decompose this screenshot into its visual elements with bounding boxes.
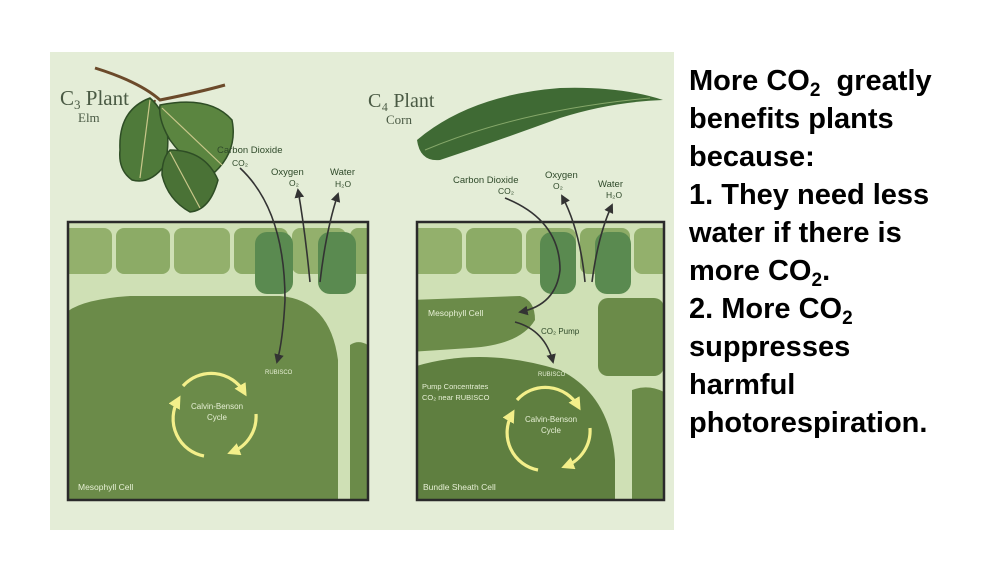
c3-carbon-dioxide-label: Carbon Dioxide bbox=[217, 145, 282, 156]
c3-panel: C3 Plant Elm Carbon Dioxide CO₂ Oxygen O… bbox=[60, 66, 370, 502]
c4-cycle-label-line1: Calvin-Benson bbox=[525, 415, 577, 424]
c4-species: Corn bbox=[386, 112, 413, 127]
c3-rubisco-label: RUBISCO bbox=[265, 370, 293, 376]
c4-h2o-formula: H₂O bbox=[606, 190, 622, 200]
c4-oxygen-arrow bbox=[561, 194, 586, 283]
c3-oxygen-label: Oxygen bbox=[271, 167, 304, 178]
c4-pump-concentrates-line2: CO₂ near RUBISCO bbox=[422, 393, 490, 402]
explanation-line-10: photorespiration. bbox=[689, 407, 928, 439]
c4-mesophyll-label: Mesophyll Cell bbox=[428, 308, 483, 318]
c3-oxygen-arrow bbox=[294, 188, 311, 283]
explanation-line-9: harmful bbox=[689, 369, 796, 401]
explanation-line-7: 2. More CO2 bbox=[689, 293, 853, 329]
c4-cycle-label-line2: Cycle bbox=[541, 426, 562, 435]
c4-leaf-cross-section bbox=[415, 220, 666, 502]
c3-title-rest: Plant bbox=[81, 86, 130, 110]
explanation-text: More CO2 greatly benefits plants because… bbox=[689, 62, 994, 442]
c3-o2-formula: O₂ bbox=[289, 178, 299, 188]
explanation-line-6: more CO2. bbox=[689, 255, 831, 291]
c3-title-main: C bbox=[60, 86, 74, 110]
explanation-line-1: More CO2 greatly bbox=[689, 65, 932, 101]
c3-h2o-formula: H₂O bbox=[335, 179, 351, 189]
c3-water-arrow bbox=[319, 192, 341, 283]
c3-cycle-label-line2: Cycle bbox=[207, 413, 228, 422]
c4-co2-pump-label: CO₂ Pump bbox=[541, 327, 580, 336]
c3-co2-formula: CO₂ bbox=[232, 158, 248, 168]
elm-leaves-illustration bbox=[94, 66, 234, 213]
c3-cycle-label-line1: Calvin-Benson bbox=[191, 402, 243, 411]
c4-panel: C₄ Plant Corn Carbon Dioxide CO₂ Oxygen … bbox=[368, 87, 666, 502]
c4-water-arrow bbox=[591, 203, 614, 283]
c3-leaf-cross-section bbox=[66, 220, 370, 502]
c4-co2-arrow bbox=[504, 197, 561, 316]
c3-title: C3 Plant bbox=[60, 86, 129, 112]
corn-leaf-illustration bbox=[417, 87, 663, 161]
explanation-line-2: benefits plants bbox=[689, 103, 894, 135]
c3-co2-arrow bbox=[239, 167, 286, 364]
explanation-line-5: water if there is bbox=[689, 217, 902, 249]
c4-title: C₄ Plant bbox=[368, 90, 435, 112]
explanation-line-3: because: bbox=[689, 141, 815, 173]
c4-o2-formula: O₂ bbox=[553, 181, 563, 191]
c4-co2-formula: CO₂ bbox=[498, 186, 514, 196]
c3-water-label: Water bbox=[330, 167, 355, 178]
c4-cell-label: Bundle Sheath Cell bbox=[423, 482, 496, 492]
explanation-line-4: 1. They need less bbox=[689, 179, 930, 211]
c4-water-label: Water bbox=[598, 179, 623, 190]
c4-rubisco-label: RUBISCO bbox=[538, 372, 566, 378]
c3-title-sub: 3 bbox=[74, 97, 81, 112]
c4-pump-concentrates-line1: Pump Concentrates bbox=[422, 382, 489, 391]
c3-cell-label: Mesophyll Cell bbox=[78, 482, 133, 492]
c4-calvin-cycle bbox=[502, 385, 592, 472]
c4-oxygen-label: Oxygen bbox=[545, 170, 578, 181]
c4-carbon-dioxide-label: Carbon Dioxide bbox=[453, 175, 518, 186]
c3-calvin-cycle bbox=[168, 371, 258, 458]
explanation-line-8: suppresses bbox=[689, 331, 851, 363]
c4-pump-arrow bbox=[514, 321, 556, 364]
c3-species: Elm bbox=[78, 110, 100, 125]
